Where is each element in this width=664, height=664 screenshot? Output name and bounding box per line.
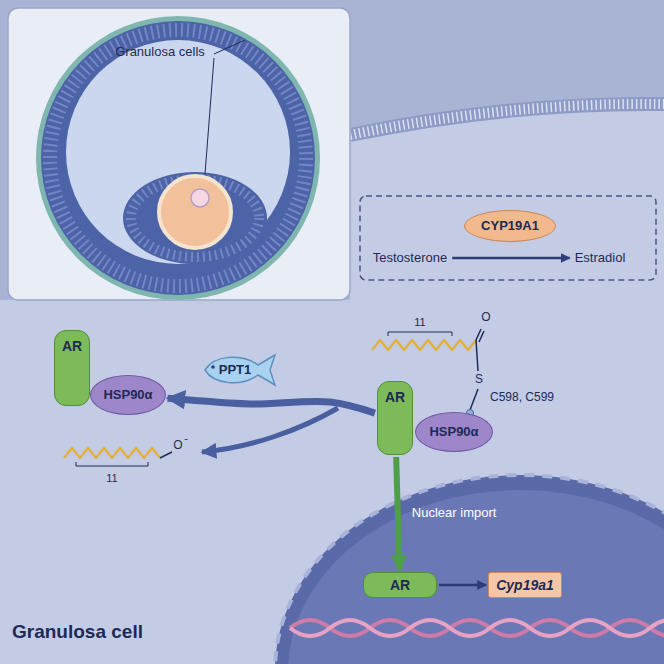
node-text: Estradiol — [575, 251, 626, 266]
oocyte-nucleus — [191, 189, 209, 207]
enzyme-fish: PPT1 — [202, 352, 278, 388]
receptor-box: AR — [54, 330, 90, 406]
thioester-bond — [476, 340, 478, 371]
oocyte — [159, 176, 231, 248]
release-arrow — [202, 408, 338, 452]
node-text: AR — [385, 389, 405, 405]
cumulus — [123, 172, 267, 264]
cysteine-link — [470, 389, 478, 410]
chain-bracket — [76, 462, 148, 466]
node-text: Cyp19a1 — [496, 577, 554, 593]
leader-line — [205, 58, 214, 174]
node-text: AR — [390, 577, 410, 593]
carboxyl-bond — [160, 452, 172, 458]
substrate-text: Testosterone — [370, 249, 450, 268]
nucleoplasm — [288, 490, 664, 664]
leader-line — [214, 40, 245, 54]
residue-label: C598, C599 — [490, 391, 554, 405]
node-text: PPT1 — [219, 363, 252, 378]
atom-label: S — [475, 373, 483, 387]
node-text: HSP90α — [429, 425, 478, 440]
chaperone-ellipse: HSP90α — [90, 375, 166, 415]
receptor-box: AR — [363, 572, 437, 598]
atom-label: O — [481, 311, 490, 325]
activation-arrow — [439, 584, 486, 587]
node-text: HSP90α — [103, 388, 152, 403]
nuclear-pores — [275, 475, 664, 664]
charge-sign: - — [184, 432, 188, 445]
fish-body — [205, 355, 275, 385]
dna-strand — [290, 620, 664, 636]
palmitate-chain — [64, 448, 160, 458]
nuclear-envelope — [275, 475, 664, 664]
gene-box: Cyp19a1 — [488, 572, 562, 598]
carbon-count: 11 — [414, 316, 425, 329]
enzyme-ellipse: CYP19A1 — [464, 210, 556, 242]
edge-label: Nuclear import — [412, 506, 497, 521]
node-text: CYP19A1 — [481, 219, 539, 234]
inset-panel — [8, 8, 350, 300]
chaperone-ellipse: HSP90α — [415, 412, 493, 452]
dna-strand — [290, 620, 664, 636]
product-text: Estradiol — [572, 249, 629, 268]
palmitoyl-chain — [372, 340, 476, 350]
fish-eye — [211, 365, 215, 369]
granulosa-layer — [41, 21, 315, 295]
reaction-frame — [360, 196, 656, 280]
reaction-arrow — [452, 257, 569, 260]
depalmitoylation-arrow — [168, 398, 375, 413]
node-text: AR — [62, 338, 82, 354]
region-label: Granulosa cells — [115, 45, 205, 60]
theca-layer — [36, 16, 320, 300]
membrane-stripes — [350, 104, 664, 135]
node-text: Testosterone — [373, 251, 447, 266]
chain-bracket — [388, 332, 452, 336]
receptor-box: AR — [377, 381, 413, 455]
double-bond — [479, 331, 484, 342]
carbon-count: 11 — [106, 472, 117, 485]
antrum — [66, 40, 290, 264]
import-arrow — [396, 457, 399, 570]
cell-membrane — [350, 104, 664, 135]
cell-label: Granulosa cell — [12, 621, 143, 643]
granulosa-cells-texture — [50, 30, 306, 286]
atom-label: O — [173, 439, 182, 453]
